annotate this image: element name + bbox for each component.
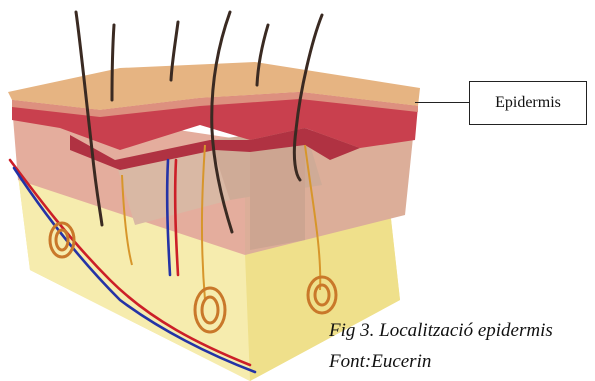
label-leader-line (415, 102, 469, 103)
figure-source: Font:Eucerin (329, 351, 431, 373)
epidermis-label: Epidermis (469, 81, 587, 125)
figure-caption: Fig 3. Localització epidermis (329, 320, 595, 342)
